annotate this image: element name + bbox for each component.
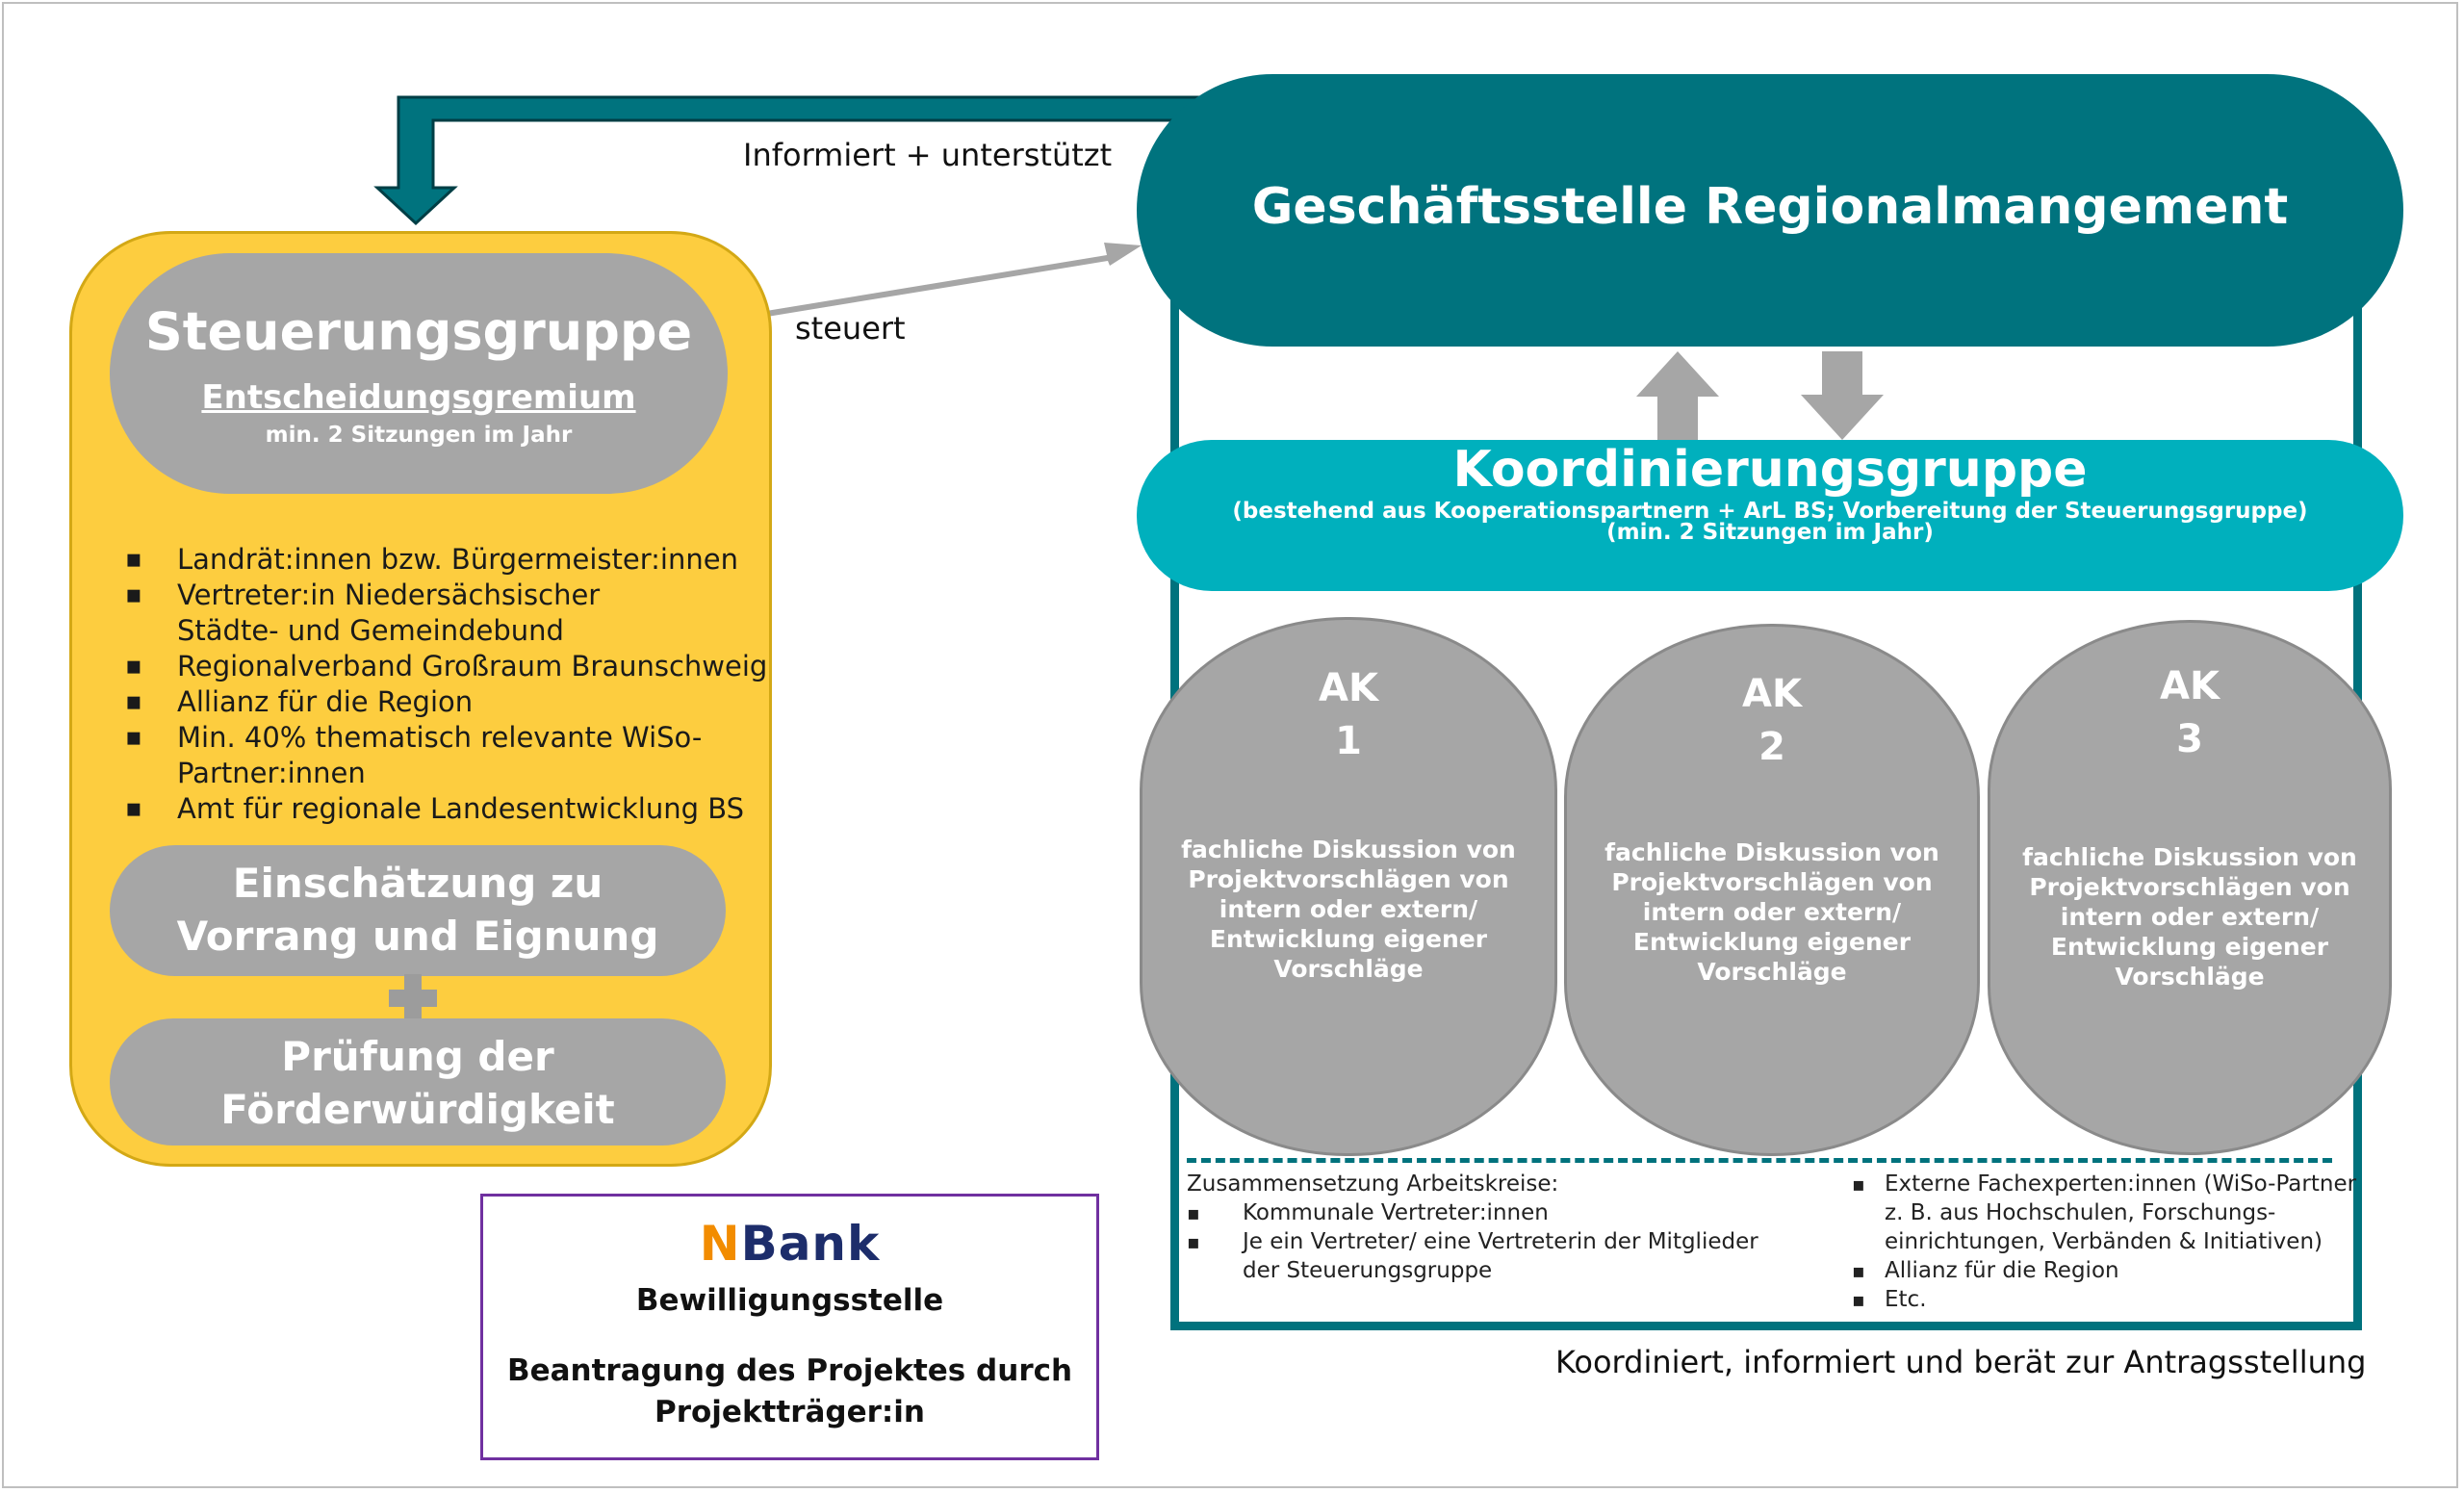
member-item: Landrät:innen bzw. Bürgermeister:innen <box>125 542 767 578</box>
arbeitskreis-title: AK 2 <box>1742 672 1802 769</box>
up-arrow-koordinierung <box>1636 351 1719 440</box>
koordinierungsgruppe-subtitle: (bestehend aus Kooperationspartnern + Ar… <box>1232 499 2308 524</box>
koordinierungsgruppe-note: (min. 2 Sitzungen im Jahr) <box>1606 520 1934 545</box>
geschaeftsstelle-title: Geschäftsstelle Regionalmangement <box>1251 178 2289 236</box>
member-item: Regionalverband Großraum Braunschweig <box>125 649 767 684</box>
steuerungsgruppe-note: min. 2 Sitzungen im Jahr <box>265 423 573 448</box>
informiert-arrow <box>373 95 1217 226</box>
nbank-logo-bank: Bank <box>740 1216 881 1272</box>
pruefung-pill: Prüfung der Förderwürdigkeit <box>110 1018 726 1145</box>
steuerungsgruppe-title: Steuerungsgruppe <box>144 301 693 362</box>
steuert-arrow <box>766 243 1142 317</box>
plus-icon <box>389 974 437 1022</box>
member-label: Regionalverband Großraum Braunschweig <box>177 650 768 682</box>
arbeitskreis-title: AK 1 <box>1319 666 1378 763</box>
member-label: Allianz für die Region <box>177 685 474 718</box>
list-item-label: Etc. <box>1885 1287 1927 1312</box>
down-arrow-koordinierung <box>1801 351 1884 440</box>
member-label: Amt für regionale Landesentwicklung BS <box>177 792 745 825</box>
list-item-label: Je ein Vertreter/ eine Vertreterin der M… <box>1243 1229 1758 1283</box>
nbank-text: Beantragung des Projektes durch Projektt… <box>506 1353 1073 1429</box>
list-item-label: Kommunale Vertreter:innen <box>1243 1200 1549 1225</box>
steuerungsgruppe-pill: Steuerungsgruppe Entscheidungsgremium mi… <box>110 253 728 494</box>
arbeitskreis-description: fachliche Diskussion von Projektvorschlä… <box>1181 836 1516 983</box>
member-item: Min. 40% thematisch relevante WiSo- Part… <box>125 720 767 791</box>
zusammensetzung-right-list: Externe Fachexperten:innen (WiSo-Partner… <box>1852 1170 2356 1314</box>
member-item: Allianz für die Region <box>125 684 767 720</box>
zusammensetzung-left: Zusammensetzung Arbeitskreise: Kommunale… <box>1187 1170 1758 1285</box>
steuerungsgruppe-members: Landrät:innen bzw. Bürgermeister:innen V… <box>125 542 767 827</box>
steuert-label: steuert <box>795 310 906 347</box>
list-item-label: Externe Fachexperten:innen (WiSo-Partner… <box>1885 1171 2357 1254</box>
koordiniert-label: Koordiniert, informiert und berät zur An… <box>1555 1344 2367 1380</box>
member-label: Min. 40% thematisch relevante WiSo- Part… <box>177 721 703 789</box>
einschaetzung-pill: Einschätzung zu Vorrang und Eignung <box>110 845 726 976</box>
steuerungsgruppe-subtitle: Entscheidungsgremium <box>201 378 636 417</box>
member-item: Amt für regionale Landesentwicklung BS <box>125 791 767 827</box>
list-item: Je ein Vertreter/ eine Vertreterin der M… <box>1187 1227 1758 1285</box>
arbeitskreis-2: AK 2 fachliche Diskussion von Projektvor… <box>1564 624 1980 1156</box>
member-item: Vertreter:in Niedersächsischer Städte- u… <box>125 578 767 649</box>
list-item-label: Allianz für die Region <box>1885 1258 2119 1283</box>
arbeitskreis-3: AK 3 fachliche Diskussion von Projektvor… <box>1988 620 2392 1155</box>
koordinierungsgruppe-title: Koordinierungsgruppe <box>1452 441 2088 499</box>
nbank-box: NBank Bewilligungsstelle Beantragung des… <box>480 1194 1099 1460</box>
zusammensetzung-right: Externe Fachexperten:innen (WiSo-Partner… <box>1852 1170 2356 1314</box>
geschaeftsstelle-pill: Geschäftsstelle Regionalmangement <box>1137 74 2403 347</box>
arbeitskreis-description: fachliche Diskussion von Projektvorschlä… <box>2022 843 2357 991</box>
zusammensetzung-title: Zusammensetzung Arbeitskreise: <box>1187 1171 1559 1197</box>
nbank-logo-n: N <box>699 1216 741 1272</box>
list-item: Kommunale Vertreter:innen <box>1187 1198 1758 1227</box>
zusammensetzung-left-list: Kommunale Vertreter:innen Je ein Vertret… <box>1187 1198 1758 1285</box>
member-label: Vertreter:in Niedersächsischer Städte- u… <box>177 579 601 647</box>
member-label: Landrät:innen bzw. Bürgermeister:innen <box>177 543 738 576</box>
arbeitskreis-description: fachliche Diskussion von Projektvorschlä… <box>1604 838 1939 986</box>
list-item: Allianz für die Region <box>1852 1256 2356 1285</box>
informiert-label: Informiert + unterstützt <box>743 137 1113 173</box>
arbeitskreis-1: AK 1 fachliche Diskussion von Projektvor… <box>1140 617 1557 1156</box>
nbank-role: Bewilligungsstelle <box>635 1283 944 1318</box>
arbeitskreis-title: AK 3 <box>2160 664 2220 761</box>
koordinierungsgruppe-pill: Koordinierungsgruppe (bestehend aus Koop… <box>1137 440 2403 591</box>
list-item: Etc. <box>1852 1285 2356 1314</box>
list-item: Externe Fachexperten:innen (WiSo-Partner… <box>1852 1170 2356 1256</box>
nbank-logo: NBank <box>483 1216 1096 1274</box>
dashed-divider <box>1187 1158 2332 1163</box>
